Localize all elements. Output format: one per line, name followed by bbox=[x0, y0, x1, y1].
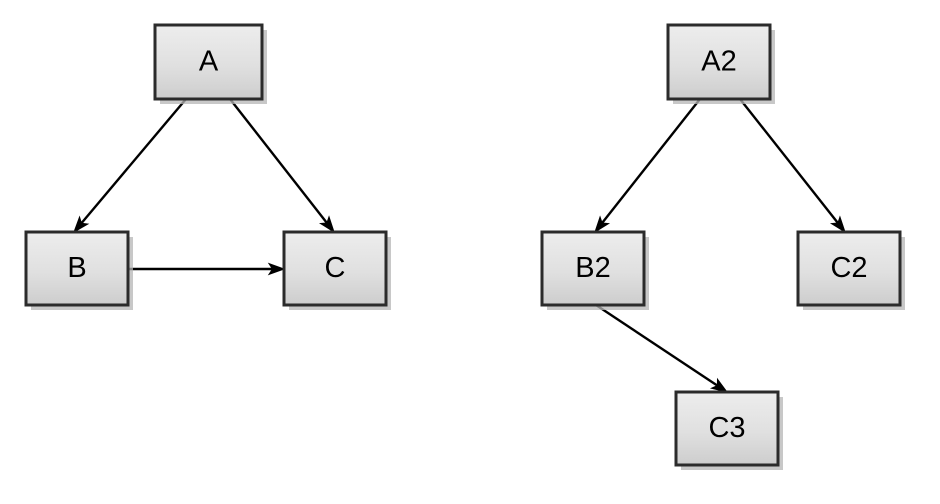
node-box[interactable] bbox=[540, 230, 646, 307]
node-box[interactable] bbox=[666, 23, 772, 101]
node-C[interactable]: C bbox=[282, 230, 391, 310]
node-box[interactable] bbox=[282, 230, 388, 307]
arrowhead-icon bbox=[594, 215, 611, 234]
arrowhead-icon bbox=[73, 215, 90, 234]
node-B2[interactable]: B2 bbox=[540, 230, 649, 310]
edges-layer bbox=[73, 98, 846, 393]
edge-line bbox=[229, 98, 329, 225]
arrowhead-icon bbox=[318, 215, 335, 234]
edge-A2-B2 bbox=[594, 98, 701, 234]
node-A[interactable]: A bbox=[153, 23, 267, 104]
node-C2[interactable]: C2 bbox=[796, 230, 905, 310]
edge-A-C bbox=[229, 98, 335, 234]
edge-A-B bbox=[73, 98, 187, 234]
edge-line bbox=[595, 304, 719, 387]
edge-line bbox=[739, 98, 840, 225]
edge-line bbox=[600, 98, 701, 225]
node-A2[interactable]: A2 bbox=[666, 23, 775, 104]
node-box[interactable] bbox=[674, 390, 780, 467]
edge-B2-C3 bbox=[595, 304, 729, 393]
arrowhead-icon bbox=[267, 262, 286, 276]
node-box[interactable] bbox=[153, 23, 264, 101]
arrowhead-icon bbox=[709, 377, 729, 393]
arrowhead-icon bbox=[829, 215, 846, 234]
edge-line bbox=[80, 98, 187, 225]
node-C3[interactable]: C3 bbox=[674, 390, 783, 470]
node-box[interactable] bbox=[24, 230, 130, 307]
node-box[interactable] bbox=[796, 230, 902, 307]
edge-B-C bbox=[128, 262, 286, 276]
edge-A2-C2 bbox=[739, 98, 846, 234]
node-B[interactable]: B bbox=[24, 230, 133, 310]
